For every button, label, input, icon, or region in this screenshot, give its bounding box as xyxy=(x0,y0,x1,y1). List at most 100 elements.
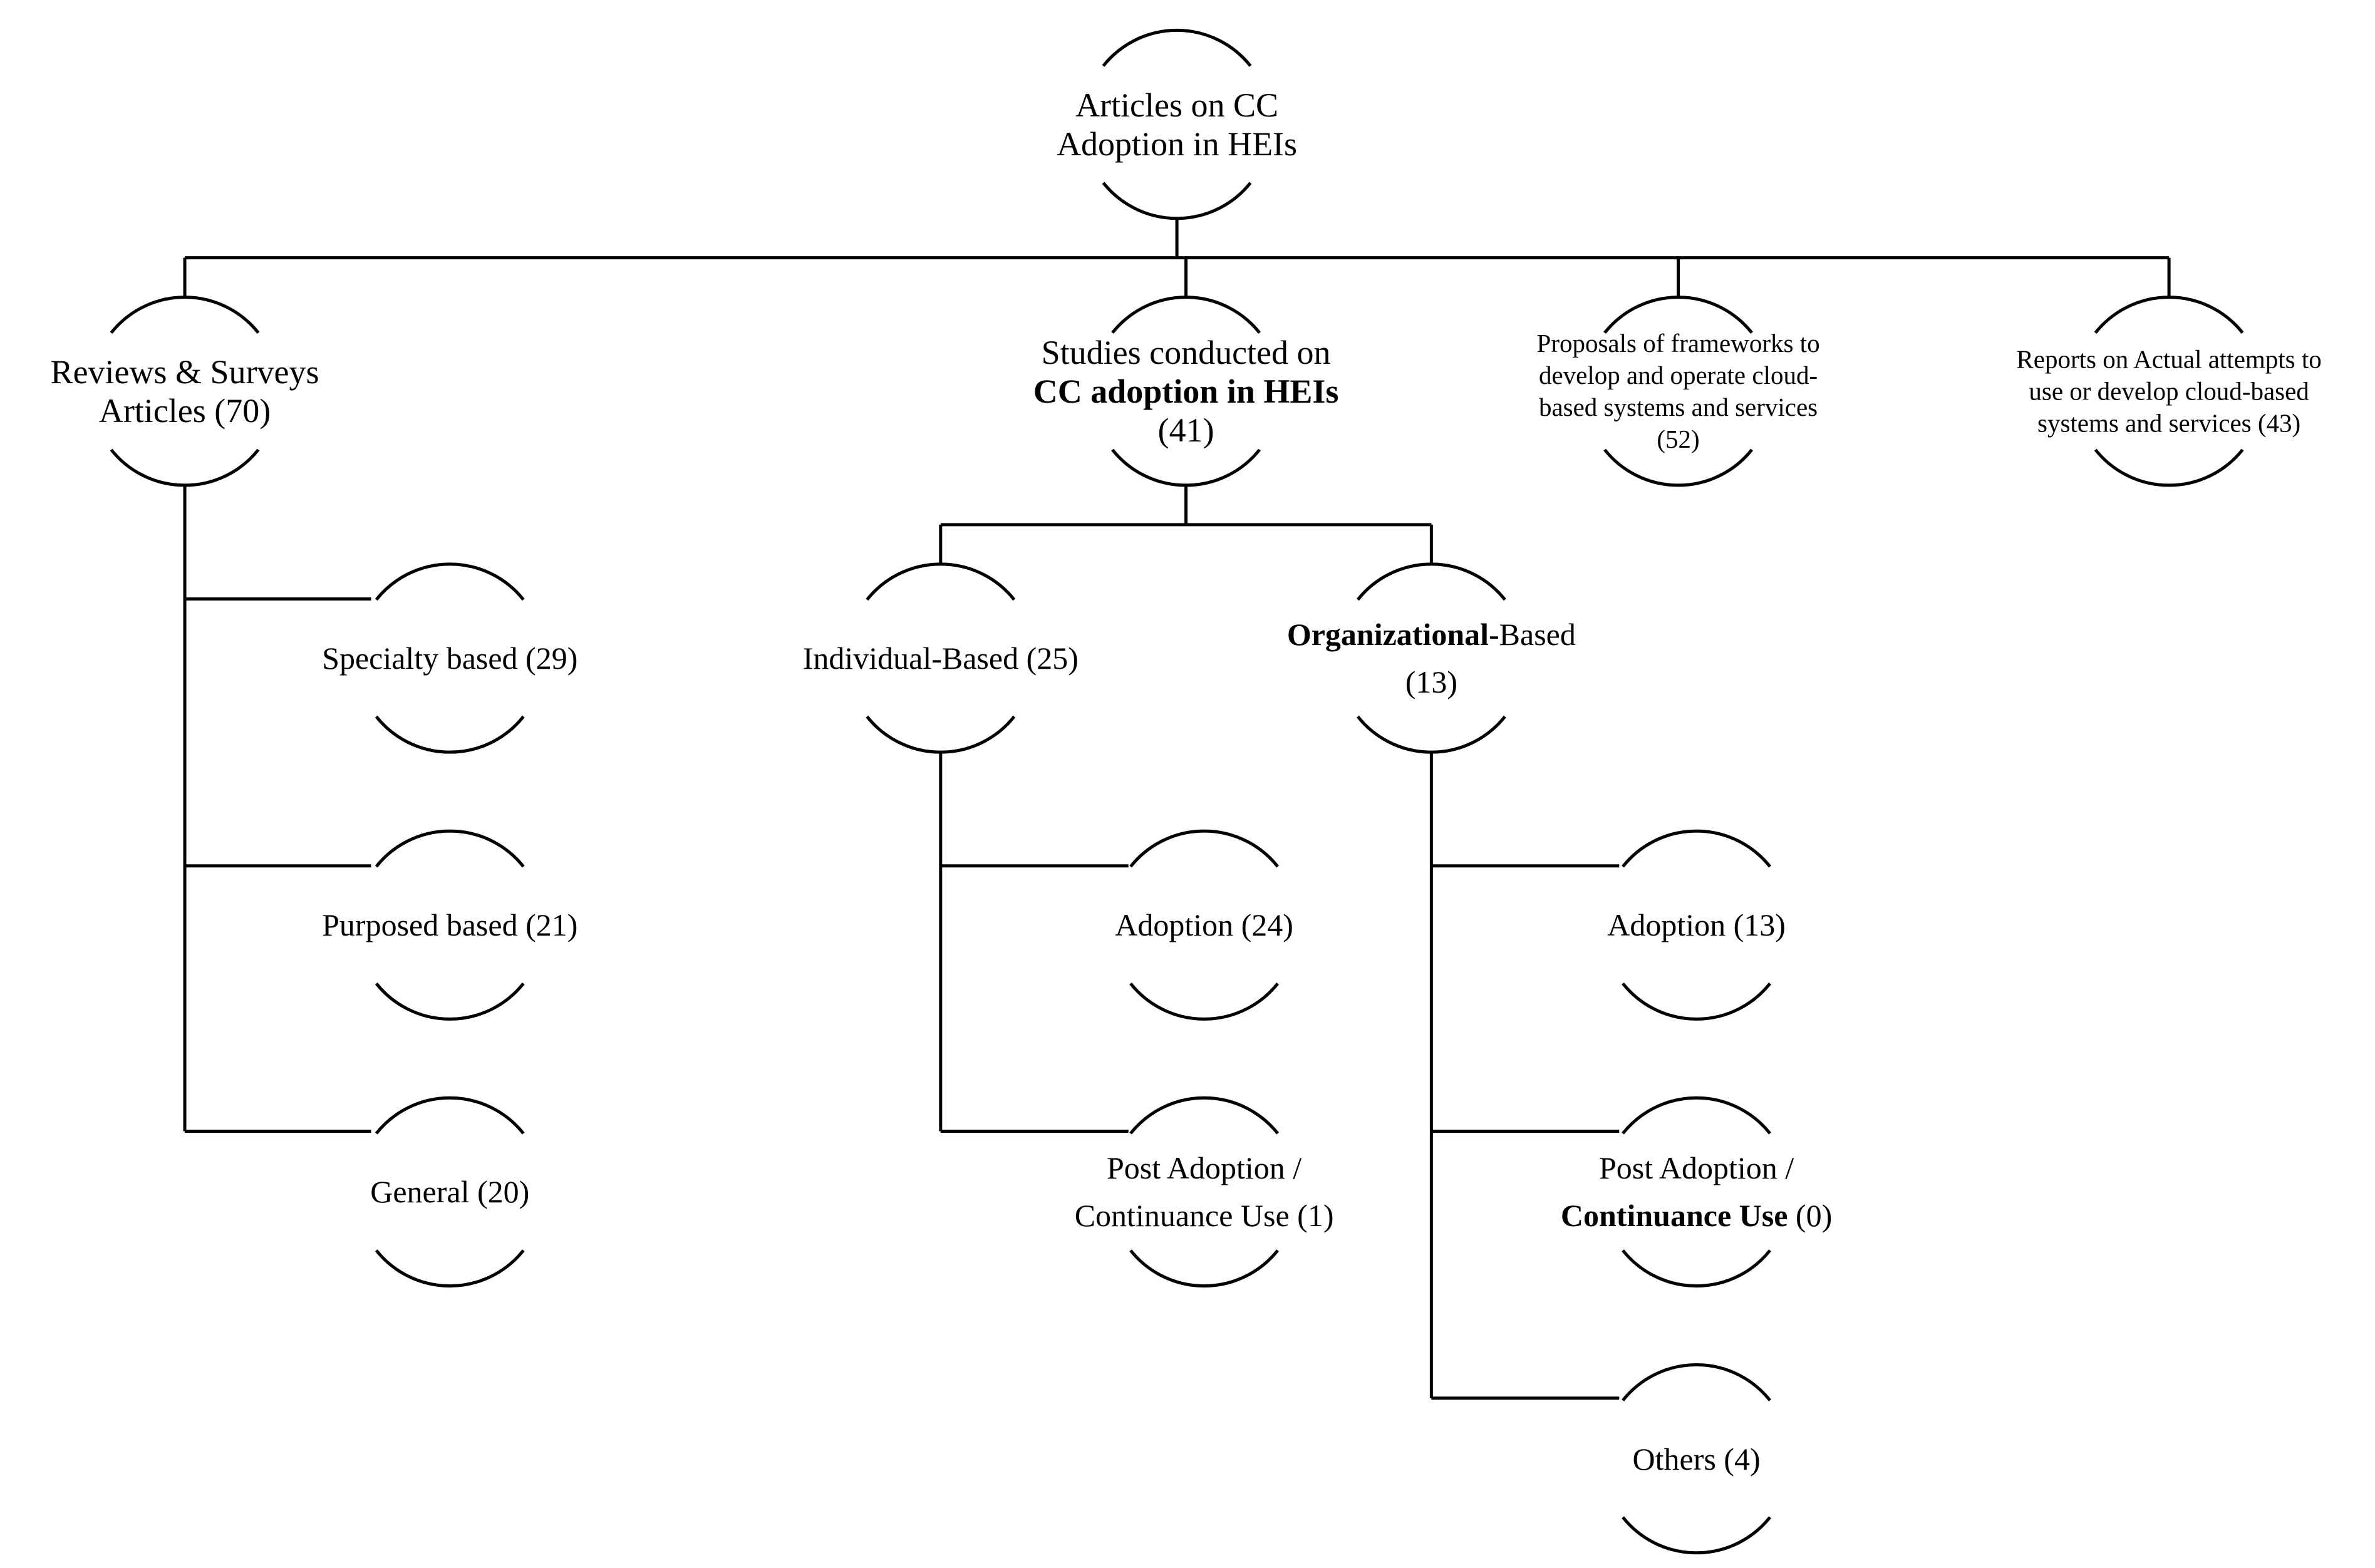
node-purposed-based-text: Purposed based (21) xyxy=(322,907,578,943)
node-root-arc-bottom xyxy=(1102,182,1252,220)
node-individual-adoption: Adoption (24) xyxy=(1115,901,1293,949)
node-reports-actual-attempts-arc-bottom xyxy=(2094,448,2244,487)
node-reviews-surveys-text: Articles (70) xyxy=(98,391,271,430)
node-reviews-surveys-line: Articles (70) xyxy=(51,391,319,430)
node-reports-actual-attempts-text: Reports on Actual attempts to xyxy=(2016,344,2322,374)
node-studies-cc-adoption-line: CC adoption in HEIs xyxy=(1033,372,1339,411)
node-individual-post-adoption-line: Continuance Use (1) xyxy=(1075,1192,1334,1239)
node-organizational-post-adoption-text: Post Adoption / xyxy=(1598,1150,1794,1186)
node-individual-based-text: Individual-Based (25) xyxy=(802,641,1079,676)
node-reports-actual-attempts-line: systems and services (43) xyxy=(2016,407,2321,439)
node-specialty-based-arc-top xyxy=(375,562,525,601)
node-organizational-adoption-arc-bottom xyxy=(1622,982,1771,1021)
node-purposed-based-arc-bottom xyxy=(375,982,525,1021)
node-individual-based-arc-top xyxy=(866,562,1016,601)
node-reports-actual-attempts-text: use or develop cloud-based xyxy=(2029,376,2309,406)
node-reports-actual-attempts-line: Reports on Actual attempts to xyxy=(2016,343,2321,375)
node-organizational-post-adoption-text: (0) xyxy=(1788,1198,1833,1234)
node-individual-post-adoption-text: Continuance Use (1) xyxy=(1074,1198,1334,1234)
node-proposals-frameworks-text: (52) xyxy=(1657,424,1700,453)
node-organizational-based-text: -Based xyxy=(1489,617,1576,652)
node-studies-cc-adoption-text: (41) xyxy=(1157,411,1214,449)
node-reports-actual-attempts-arc-top xyxy=(2094,296,2244,334)
node-proposals-frameworks-text: develop and operate cloud- xyxy=(1538,360,1818,389)
node-organizational-based-line: Organizational-Based xyxy=(1287,611,1576,658)
node-general: General (20) xyxy=(370,1168,529,1215)
node-organizational-adoption-text: Adoption (13) xyxy=(1607,907,1786,943)
node-organizational-post-adoption: Post Adoption / Continuance Use (0) xyxy=(1561,1144,1832,1239)
node-root-text: Articles on CC xyxy=(1075,86,1279,124)
node-organizational-adoption-line: Adoption (13) xyxy=(1607,901,1786,949)
node-purposed-based-line: Purposed based (21) xyxy=(322,901,577,949)
node-proposals-frameworks-line: Proposals of frameworks to xyxy=(1537,328,1820,359)
node-studies-cc-adoption-line: (41) xyxy=(1033,411,1339,450)
node-individual-post-adoption-text: Post Adoption / xyxy=(1107,1150,1302,1186)
node-proposals-frameworks-line: develop and operate cloud- xyxy=(1537,359,1820,391)
node-organizational-based-arc-top xyxy=(1356,562,1506,601)
node-studies-cc-adoption-text: Studies conducted on xyxy=(1041,333,1331,371)
node-reviews-surveys-arc-top xyxy=(110,296,260,334)
node-root-line: Articles on CC xyxy=(1057,86,1297,125)
node-organizational-based-text: Organizational xyxy=(1286,617,1489,652)
node-organizational-adoption: Adoption (13) xyxy=(1607,901,1786,949)
node-proposals-frameworks-arc-bottom xyxy=(1603,448,1753,487)
node-purposed-based-arc-top xyxy=(375,829,525,868)
node-individual-based-arc-bottom xyxy=(866,715,1016,754)
node-reports-actual-attempts-text: systems and services (43) xyxy=(2037,408,2301,438)
node-individual-adoption-text: Adoption (24) xyxy=(1115,907,1293,943)
node-specialty-based-arc-bottom xyxy=(375,715,525,754)
node-studies-cc-adoption-arc-top xyxy=(1111,296,1261,334)
node-organizational-post-adoption-line: Continuance Use (0) xyxy=(1561,1192,1832,1239)
node-organizational-post-adoption-text: Continuance Use xyxy=(1560,1198,1788,1234)
node-organizational-others-text: Others (4) xyxy=(1632,1441,1761,1477)
node-root-text: Adoption in HEIs xyxy=(1057,125,1298,163)
node-reviews-surveys-text: Reviews & Surveys xyxy=(50,353,319,391)
node-organizational-based-text: (13) xyxy=(1405,664,1457,699)
node-purposed-based: Purposed based (21) xyxy=(322,901,577,949)
node-organizational-others: Others (4) xyxy=(1633,1435,1761,1483)
node-organizational-others-arc-top xyxy=(1622,1363,1771,1401)
node-organizational-based-line: (13) xyxy=(1287,658,1576,706)
node-organizational-based-arc-bottom xyxy=(1356,715,1506,754)
node-individual-adoption-arc-bottom xyxy=(1129,982,1280,1021)
node-studies-cc-adoption-text: CC adoption in HEIs xyxy=(1033,372,1339,410)
node-general-text: General (20) xyxy=(370,1174,530,1210)
node-individual-adoption-arc-top xyxy=(1129,829,1280,868)
node-individual-post-adoption-arc-top xyxy=(1129,1096,1280,1135)
node-root-line: Adoption in HEIs xyxy=(1057,125,1297,163)
node-individual-post-adoption-line: Post Adoption / xyxy=(1075,1144,1334,1192)
node-organizational-adoption-arc-top xyxy=(1622,829,1771,868)
node-specialty-based: Specialty based (29) xyxy=(322,634,577,682)
node-proposals-frameworks-text: Proposals of frameworks to xyxy=(1536,328,1820,358)
node-organizational-post-adoption-arc-top xyxy=(1622,1096,1771,1135)
node-proposals-frameworks-line: (52) xyxy=(1537,423,1820,455)
node-organizational-post-adoption-arc-bottom xyxy=(1622,1249,1771,1287)
node-individual-post-adoption: Post Adoption / Continuance Use (1) xyxy=(1075,1144,1334,1239)
node-general-line: General (20) xyxy=(370,1168,529,1215)
node-general-arc-bottom xyxy=(375,1249,525,1287)
node-organizational-post-adoption-line: Post Adoption / xyxy=(1561,1144,1832,1192)
node-specialty-based-line: Specialty based (29) xyxy=(322,634,577,682)
node-individual-post-adoption-arc-bottom xyxy=(1129,1249,1280,1287)
node-proposals-frameworks-text: based systems and services xyxy=(1538,392,1818,421)
node-reviews-surveys-line: Reviews & Surveys xyxy=(51,353,319,391)
node-specialty-based-text: Specialty based (29) xyxy=(322,641,578,676)
node-reports-actual-attempts-line: use or develop cloud-based xyxy=(2016,375,2321,407)
node-individual-adoption-line: Adoption (24) xyxy=(1115,901,1293,949)
node-general-arc-top xyxy=(375,1096,525,1135)
node-proposals-frameworks-line: based systems and services xyxy=(1537,391,1820,423)
node-organizational-others-arc-bottom xyxy=(1622,1516,1771,1555)
node-reviews-surveys-arc-bottom xyxy=(110,448,260,487)
node-studies-cc-adoption-line: Studies conducted on xyxy=(1033,333,1339,372)
node-individual-based: Individual-Based (25) xyxy=(803,634,1079,682)
node-organizational-based: Organizational-Based (13) xyxy=(1287,611,1576,706)
node-root-arc-top xyxy=(1102,29,1252,67)
node-organizational-others-line: Others (4) xyxy=(1633,1435,1761,1483)
